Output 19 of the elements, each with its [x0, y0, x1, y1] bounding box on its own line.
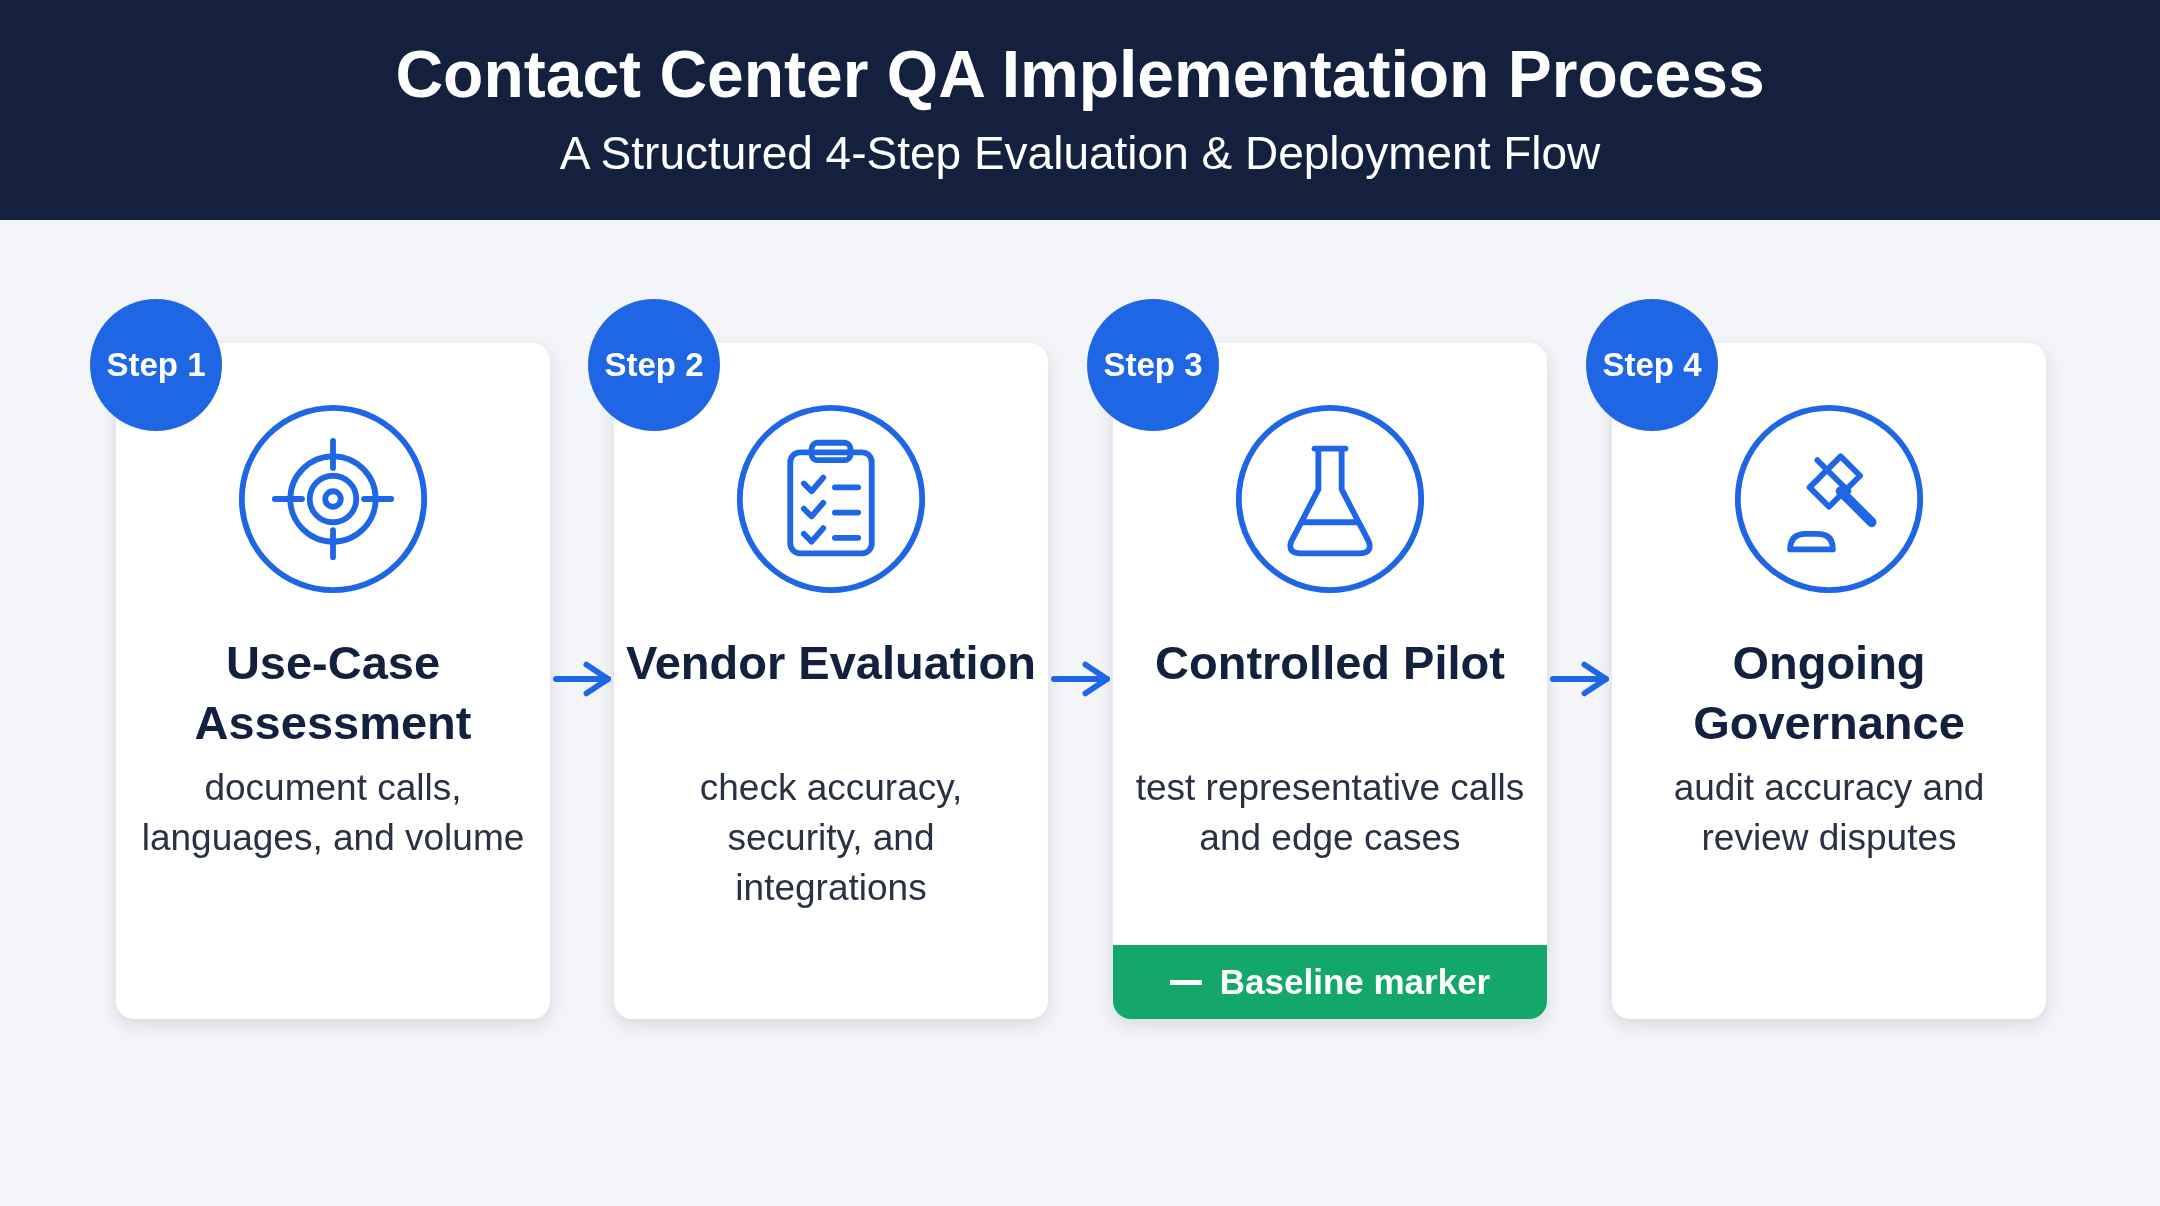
arrow [1550, 661, 1609, 697]
step-badge: Step 2 [588, 299, 720, 431]
title: Contact Center QA Implementation Process [394, 36, 1766, 112]
step-badge: Step 1 [90, 299, 222, 431]
marker-band [1113, 945, 1547, 1019]
step-description: test representative calls and edge cases [1134, 766, 1526, 860]
step-badge: Step 4 [1586, 299, 1718, 431]
marker-label: Baseline marker [1219, 962, 1491, 1002]
step-heading: Vendor Evaluation [624, 635, 1037, 691]
step-heading: Controlled Pilot [1154, 635, 1506, 691]
arrow [553, 661, 611, 697]
step-heading: Ongoing Governance [1692, 635, 1966, 751]
step-description: audit accuracy and review disputes [1672, 766, 1986, 860]
step-heading: Use-Case Assessment [193, 635, 473, 751]
arrow [1051, 661, 1110, 697]
step-description: document calls, languages, and volume [140, 766, 526, 860]
subtitle: A Structured 4-Step Evaluation & Deployment Flow [558, 126, 1602, 180]
step-description: check accuracy, security, and integrations [698, 766, 964, 910]
step-badge: Step 3 [1087, 299, 1219, 431]
